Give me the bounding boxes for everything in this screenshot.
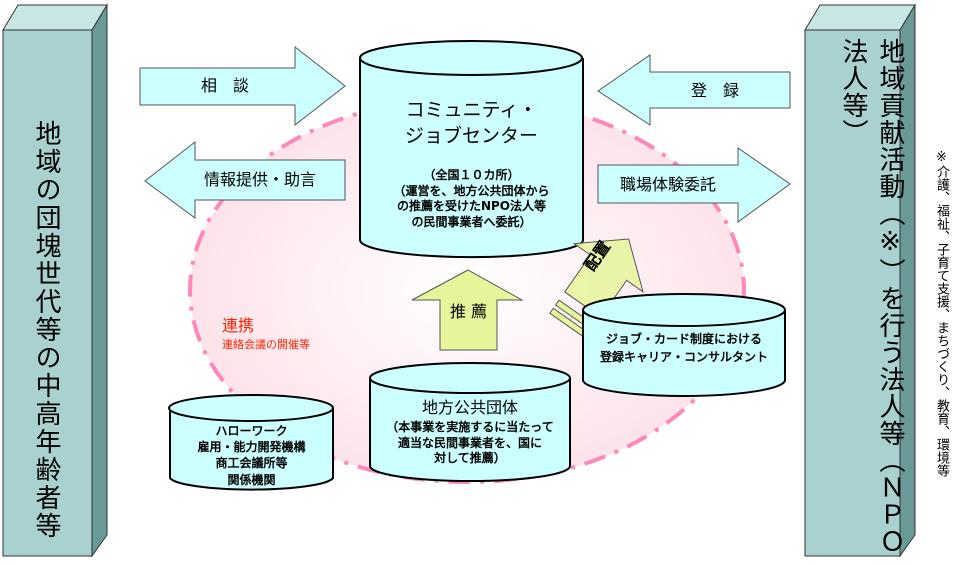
collab-sub: 連絡会議の開催等 xyxy=(222,338,310,351)
right-column-box xyxy=(804,3,916,558)
recommend-arrow xyxy=(411,269,524,351)
agencies-list: ハローワーク 雇用・能力開発機構 商工会議所等 関係機関 xyxy=(170,423,333,488)
center-note-line2: の推薦を受けたNPO法人等 xyxy=(396,199,547,214)
local-gov-cylinder xyxy=(369,362,571,482)
center-note-line1: （運営を、地方公共団体から xyxy=(393,183,550,198)
left-column-box xyxy=(2,3,108,558)
local-gov-note-line2: 適当な民間事業者を、国に xyxy=(397,435,542,450)
agency-item: 商工会議所等 xyxy=(215,456,288,471)
agency-item: ハローワーク xyxy=(215,424,288,438)
consultant-line1: ジョブ・カード制度における xyxy=(605,332,762,346)
trial-arrow xyxy=(597,147,791,223)
center-count: （全国１０カ所） xyxy=(423,168,520,182)
trial-label: 職場体験委託 xyxy=(619,175,716,194)
consultant-cylinder xyxy=(582,293,786,397)
register-arrow xyxy=(597,54,791,126)
footnote: ※介護、福祉、子育て支援、まちづくり、教育、環境等 xyxy=(934,150,949,477)
advice-arrow xyxy=(144,140,346,219)
center-title: コミュニティ・ ジョブセンター xyxy=(360,98,583,149)
collab-label: 連携 連絡会議の開催等 xyxy=(222,312,310,352)
agency-item: 雇用・能力開発機構 xyxy=(197,440,306,455)
center-title-line1: コミュニティ・ xyxy=(405,99,538,121)
agencies-cylinder xyxy=(168,394,334,491)
consult-label: 相 談 xyxy=(200,76,249,95)
local-gov-note-line1: （本事業を実施するに当たって xyxy=(386,420,554,434)
center-note-line3: の民間事業者へ委託） xyxy=(411,214,532,229)
center-title-line2: ジョブセンター xyxy=(404,124,538,147)
center-note: （全国１０カ所） （運営を、地方公共団体から の推薦を受けたNPO法人等 の民間… xyxy=(360,168,583,230)
local-gov-title: 地方公共団体 xyxy=(421,398,518,417)
recommend-label: 推 薦 xyxy=(449,302,488,321)
local-gov-note-line3: 対して推薦） xyxy=(434,451,506,466)
consult-arrow xyxy=(139,45,346,127)
center-cylinder xyxy=(359,40,584,259)
collab-title: 連携 xyxy=(222,316,255,335)
consultant-line2: 登録キャリア・コンサルタント xyxy=(599,350,768,364)
agency-item: 関係機関 xyxy=(227,472,276,487)
register-label: 登 録 xyxy=(690,81,739,100)
left-column-label: 地域の団塊世代等の中高年齢者等 xyxy=(31,120,61,540)
consultant-label: ジョブ・カード制度における 登録キャリア・コンサルタント xyxy=(583,330,785,366)
advice-label: 情報提供・助言 xyxy=(203,170,316,189)
right-column-label: 地域貢献活動（※）を行う法人等（ＮＰＯ法人等） xyxy=(838,38,905,555)
local-gov-note: （本事業を実施するに当たって 適当な民間事業者を、国に 対して推薦） xyxy=(370,420,570,467)
